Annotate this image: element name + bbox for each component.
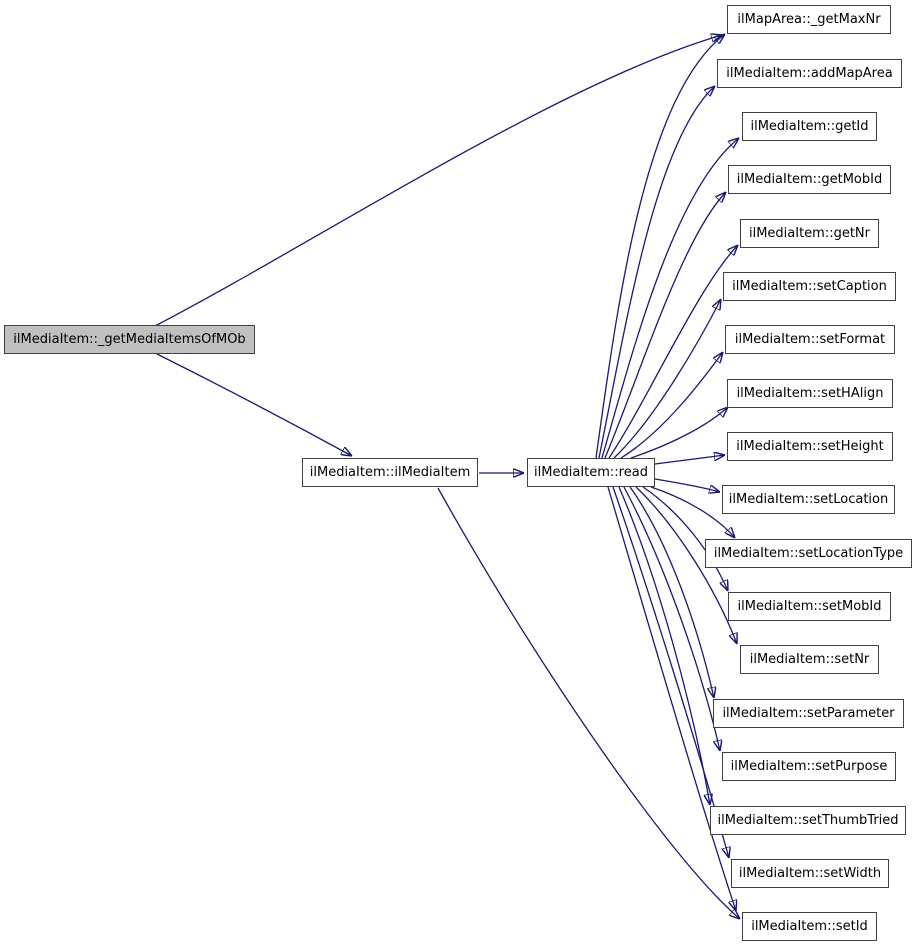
edge-read-to-getnr	[608, 245, 738, 459]
node-ilmediaitem-setparameter[interactable]: ilMediaItem::setParameter	[713, 699, 904, 728]
node-ilmediaitem-setthumbtried[interactable]: ilMediaItem::setThumbTried	[710, 806, 906, 835]
node-ilmediaitem-setid[interactable]: ilMediaItem::setId	[742, 912, 877, 941]
edge-read-to-setnr	[635, 486, 737, 644]
edge-read-to-setformat	[620, 352, 723, 459]
node-ilmediaitem-setlocation[interactable]: ilMediaItem::setLocation	[722, 485, 895, 514]
node-ilmediaitem-setwidth[interactable]: ilMediaItem::setWidth	[731, 859, 889, 888]
edge-read-to-setid	[607, 486, 736, 911]
node-ilmediaitem-ilmediaitem[interactable]: ilMediaItem::ilMediaItem	[302, 458, 478, 487]
node-ilmediaitem-setnr[interactable]: ilMediaItem::setNr	[740, 645, 879, 674]
node-ilmediaitem-setpurpose[interactable]: ilMediaItem::setPurpose	[722, 752, 896, 781]
node-ilmediaitem-setmobid[interactable]: ilMediaItem::setMobId	[728, 592, 891, 621]
edge-getmediaitems-to-getmaxnr	[154, 35, 722, 327]
node-ilmediaitem-setcaption[interactable]: ilMediaItem::setCaption	[723, 272, 896, 301]
node-ilmediaitem-read[interactable]: ilMediaItem::read	[527, 458, 655, 487]
node-ilmediaitem-setlocationtype[interactable]: ilMediaItem::setLocationType	[705, 539, 912, 568]
node-ilmediaitem-getmediaitemsofmob: ilMediaItem::_getMediaItemsOfMOb	[4, 325, 255, 354]
edge-read-to-setlocationtype	[650, 486, 735, 538]
node-ilmediaitem-setheight[interactable]: ilMediaItem::setHeight	[727, 432, 893, 461]
node-ilmediaitem-addmaparea[interactable]: ilMediaItem::addMapArea	[717, 59, 902, 88]
edge-read-to-setheight	[654, 455, 725, 465]
node-ilmediaitem-getmobid[interactable]: ilMediaItem::getMobId	[728, 165, 891, 194]
edge-read-to-sethalign	[630, 407, 728, 459]
edge-read-to-setcaption	[613, 299, 721, 459]
node-ilmediaitem-getnr[interactable]: ilMediaItem::getNr	[740, 219, 879, 248]
node-ilmediaitem-setformat[interactable]: ilMediaItem::setFormat	[725, 325, 895, 354]
edge-read-to-setthumbtried	[618, 486, 710, 805]
node-ilmediaitem-getid[interactable]: ilMediaItem::getId	[742, 112, 877, 141]
edge-read-to-setlocation	[654, 478, 720, 492]
node-ilmediaitem-sethalign[interactable]: ilMediaItem::setHAlign	[727, 379, 893, 408]
edge-read-to-setparameter	[629, 486, 714, 698]
edge-read-to-setmobid	[642, 486, 728, 591]
edge-read-to-getmobid	[604, 192, 726, 459]
edge-ilmediaitem-to-setid	[437, 487, 740, 919]
edge-read-to-addmaparea	[598, 86, 715, 459]
edge-read-to-getid	[601, 138, 739, 459]
node-ilmaparea-getmaxnr[interactable]: ilMapArea::_getMaxNr	[727, 5, 891, 34]
edge-getmediaitems-to-ilmediaitem	[156, 353, 352, 456]
edge-read-to-getmaxnr	[595, 34, 725, 459]
edge-read-to-setpurpose	[623, 486, 720, 751]
